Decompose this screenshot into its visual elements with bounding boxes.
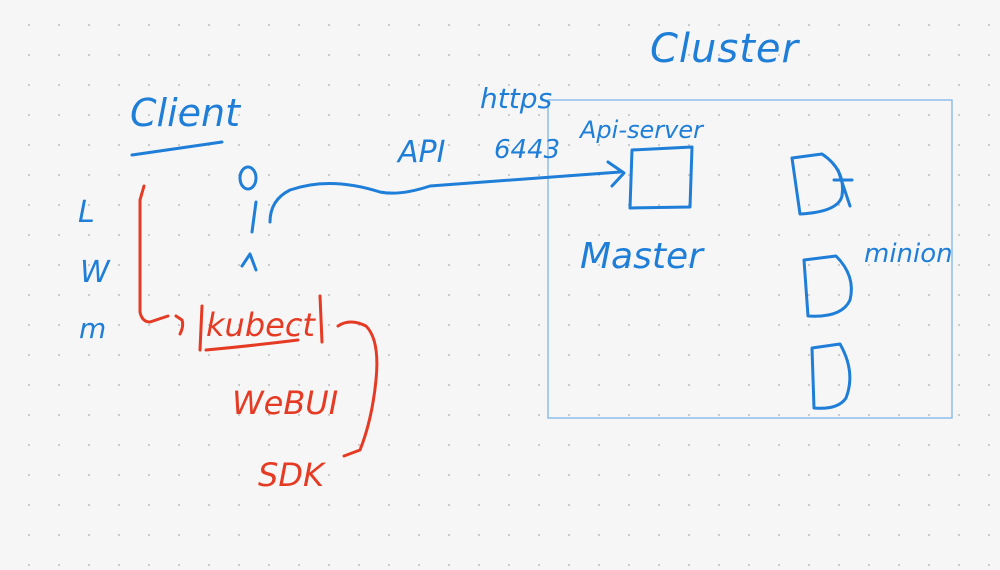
kubectl-left-bar (198, 304, 204, 352)
os-letter-linux: L (78, 195, 95, 230)
minion-label: minion (864, 239, 953, 269)
os-letter-windows: W (80, 255, 111, 290)
webui-label: WeBUI (232, 384, 338, 422)
api-server-label: Api-server (578, 116, 705, 144)
os-letter-mac: m (79, 312, 106, 345)
api-connection-arrow (268, 170, 622, 224)
api-connection-arrowhead (606, 160, 626, 188)
minion-node-1 (790, 152, 845, 216)
master-label: Master (580, 236, 705, 277)
api-label: API (396, 135, 446, 170)
cluster-title: Cluster (650, 26, 801, 72)
api-server-box (628, 145, 694, 210)
port-label: 6443 (494, 135, 560, 165)
person-head-icon (238, 165, 258, 191)
kubectl-label: kubect (206, 306, 316, 344)
cluster-boundary (547, 99, 953, 419)
client-underline (130, 140, 224, 157)
kubectl-right-bar (318, 294, 324, 344)
minion-node-1-mark (832, 168, 854, 208)
minion-node-3 (810, 342, 852, 410)
person-body-icon (240, 200, 258, 272)
minion-node-2 (802, 254, 853, 318)
os-bracket-arrow (138, 184, 185, 336)
kubectl-underline (204, 338, 300, 352)
sdk-label: SDK (258, 456, 327, 494)
tools-bracket (336, 320, 379, 458)
protocol-label: https (480, 82, 552, 115)
client-title: Client (130, 91, 242, 135)
